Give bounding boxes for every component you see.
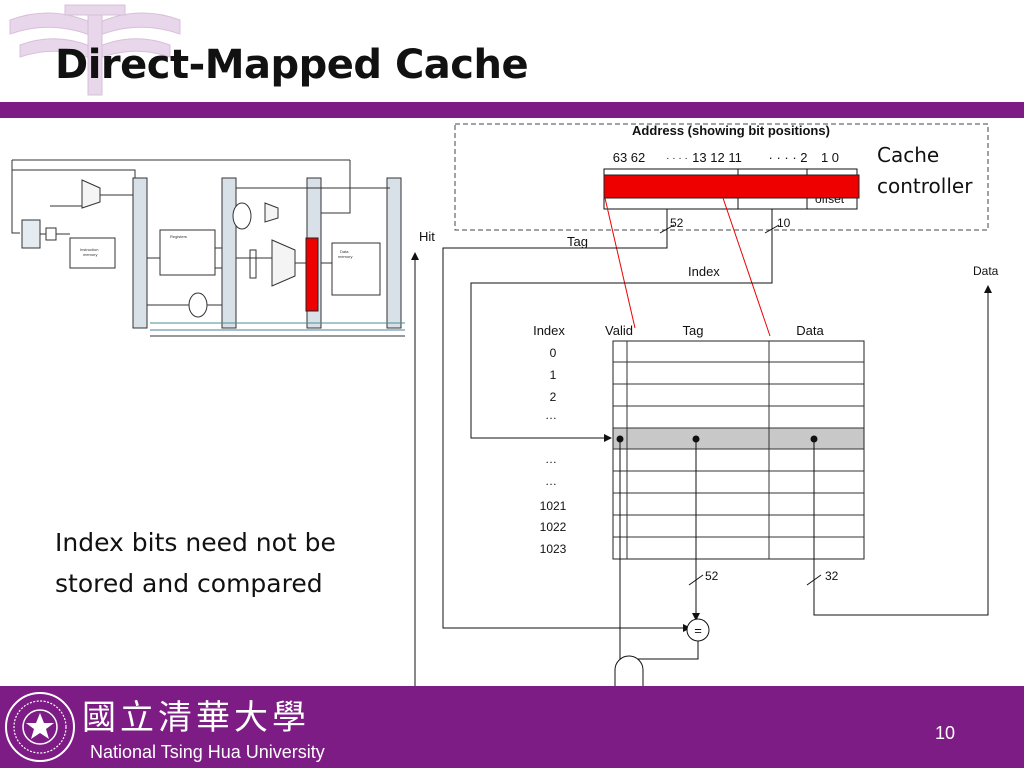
index-1021: 1021	[540, 499, 567, 513]
header-tag: Tag	[683, 323, 704, 338]
bit-pos-1-0: 1 0	[821, 150, 839, 165]
index-1023: 1023	[540, 542, 567, 556]
university-seal-icon	[5, 692, 75, 762]
tag-route	[442, 236, 691, 632]
tag-width-label: 52	[670, 216, 684, 230]
svg-text:Data: Data	[340, 249, 349, 254]
svg-text:memory: memory	[83, 252, 97, 257]
data-out-label: Data	[973, 264, 999, 278]
data-guide-line	[722, 197, 771, 337]
index-1022: 1022	[540, 520, 567, 534]
valid-guide-line	[604, 197, 636, 329]
index-label: Index	[688, 264, 720, 279]
svg-text:memory: memory	[338, 254, 352, 259]
tag-label: Tag	[567, 234, 588, 249]
compare-result-route	[637, 641, 699, 660]
bit-pos-63-62: 63 62	[613, 150, 646, 165]
cache-table	[612, 340, 865, 560]
data-out-width: 32	[825, 569, 839, 583]
cache-controller-label: Cache controller	[877, 143, 973, 198]
svg-text:Instruction: Instruction	[80, 247, 98, 252]
datapath-thumbnail: Instruction memory Registers Data memory	[11, 159, 410, 337]
bit-pos-13-12-11: 13 12 11	[692, 150, 742, 165]
university-logo-watermark	[9, 4, 181, 96]
body-text: Index bits need not be stored and compar…	[55, 528, 336, 598]
index-ellipsis-3: …	[545, 474, 557, 488]
header-data: Data	[796, 323, 824, 338]
svg-text:Registers: Registers	[170, 234, 187, 239]
university-name-chinese: 國立清華大學	[82, 698, 310, 738]
header-valid: Valid	[605, 323, 633, 338]
slide-title: Direct-Mapped Cache	[55, 42, 529, 88]
header-index: Index	[533, 323, 565, 338]
cache-diagram: Address (showing bit positions) 63 62 · …	[405, 118, 1005, 714]
selected-row	[613, 428, 864, 449]
address-highlight	[603, 174, 860, 199]
cache-controller-box	[454, 123, 989, 231]
footer-band	[0, 686, 1024, 768]
tag-out-width: 52	[705, 569, 719, 583]
index-1: 1	[550, 368, 557, 382]
and-gate	[614, 655, 644, 689]
hit-label: Hit	[419, 229, 435, 244]
bit-pos-dots-2: · · · · 2	[769, 150, 808, 165]
index-width-label: 10	[777, 216, 791, 230]
index-ellipsis-2: …	[545, 452, 557, 466]
university-name-english: National Tsing Hua University	[90, 742, 325, 762]
page-number: 10	[935, 723, 956, 743]
index-2: 2	[550, 390, 557, 404]
index-0: 0	[550, 346, 557, 360]
address-title: Address (showing bit positions)	[632, 123, 830, 138]
header-band	[0, 102, 1024, 118]
data-route	[813, 285, 992, 616]
bit-pos-dots-1: · · · ·	[666, 153, 688, 164]
index-route	[470, 236, 773, 442]
index-ellipsis-1: …	[545, 408, 557, 422]
comparator-symbol: =	[694, 623, 702, 638]
